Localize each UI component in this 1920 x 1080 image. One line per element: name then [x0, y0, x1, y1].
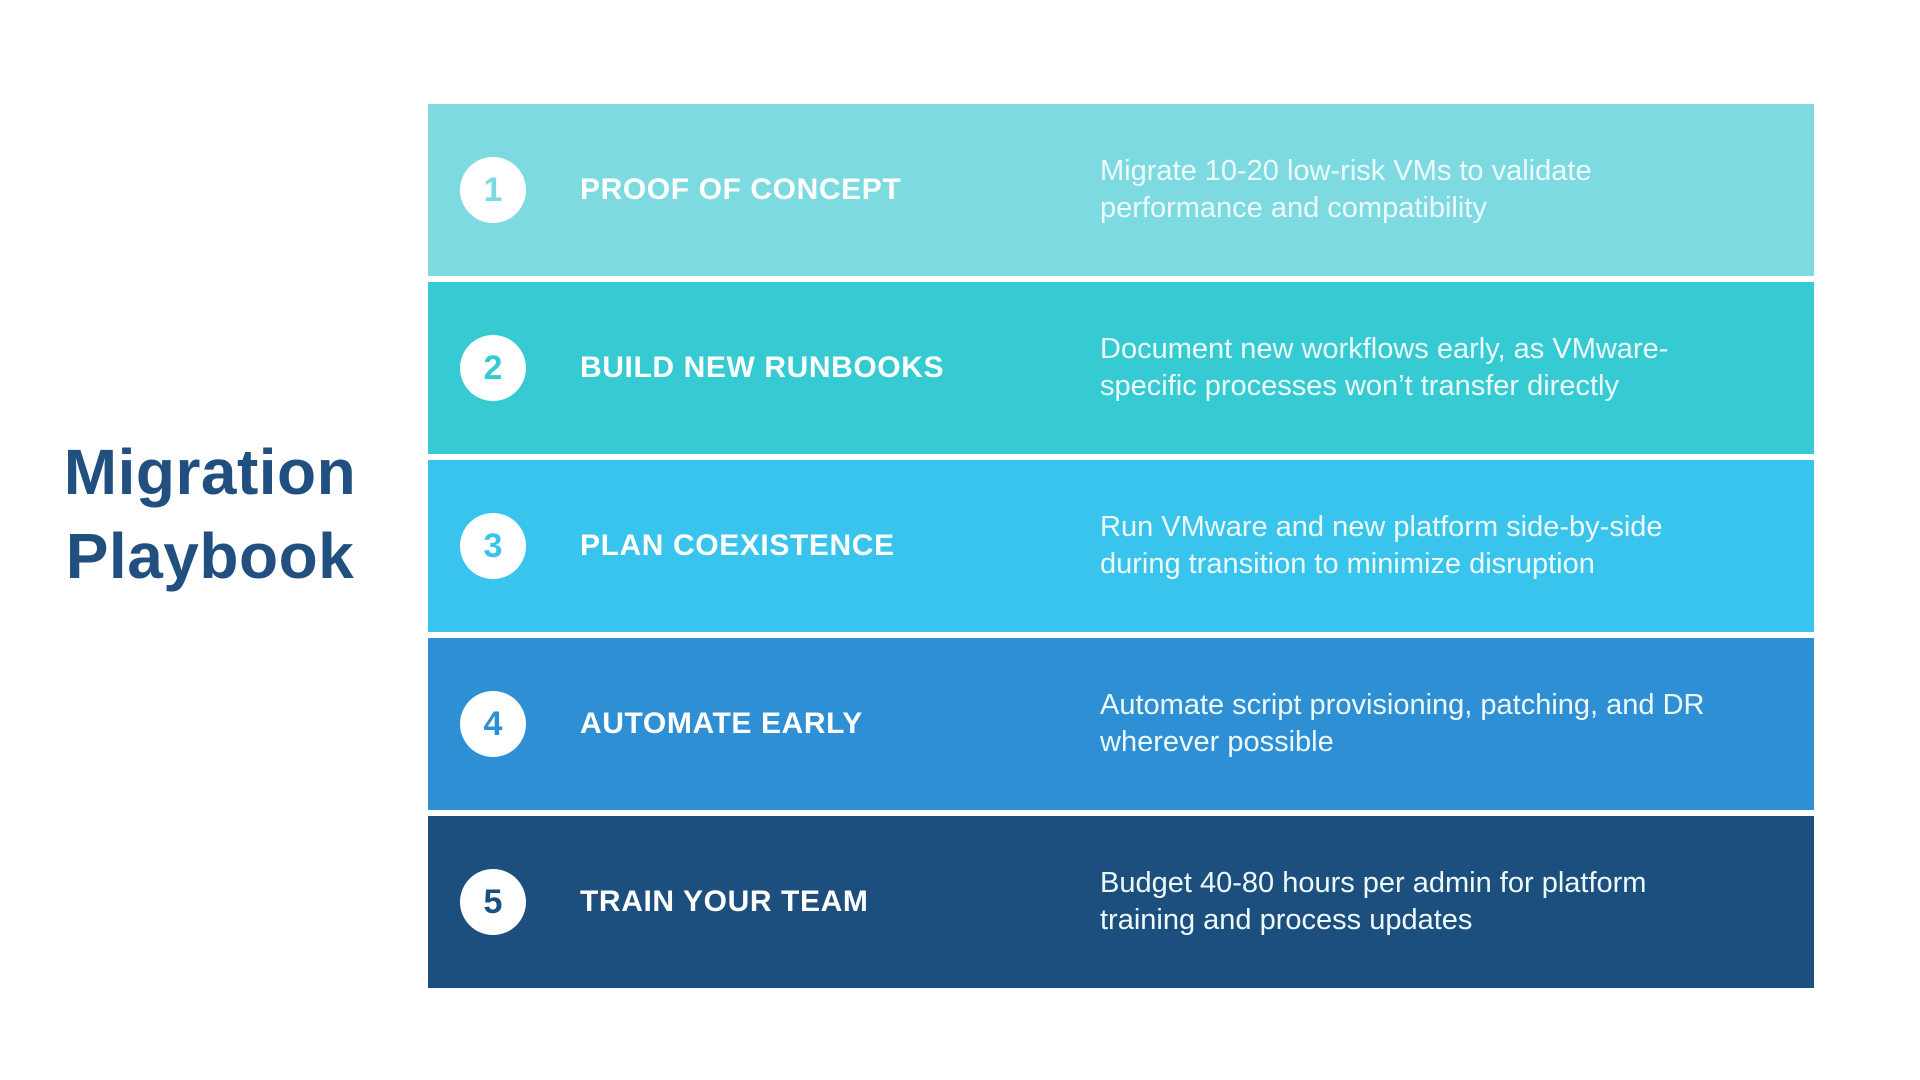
step-title: PLAN COEXISTENCE	[580, 529, 895, 562]
step-number-badge: 2	[460, 335, 526, 401]
step-number: 3	[483, 526, 503, 565]
step-description: Budget 40-80 hours per admin for platfor…	[1100, 867, 1647, 936]
step-number-badge: 5	[460, 869, 526, 935]
step-number-badge: 3	[460, 513, 526, 579]
step-title: PROOF OF CONCEPT	[580, 173, 902, 206]
step-title: TRAIN YOUR TEAM	[580, 885, 869, 918]
step-description: Migrate 10-20 low-risk VMs to validate p…	[1100, 155, 1592, 224]
step-row-3: 3 PLAN COEXISTENCE Run VMware and new pl…	[428, 460, 1814, 632]
step-description: Automate script provisioning, patching, …	[1100, 689, 1705, 758]
step-number-badge: 1	[460, 157, 526, 223]
step-title: BUILD NEW RUNBOOKS	[580, 351, 945, 384]
step-number: 1	[483, 170, 503, 209]
step-number-badge: 4	[460, 691, 526, 757]
step-row-4: 4 AUTOMATE EARLY Automate script provisi…	[428, 638, 1814, 810]
step-number: 2	[483, 348, 503, 387]
step-row-2: 2 BUILD NEW RUNBOOKS Document new workfl…	[428, 282, 1814, 454]
step-number: 5	[483, 882, 503, 921]
step-row-5: 5 TRAIN YOUR TEAM Budget 40-80 hours per…	[428, 816, 1814, 988]
step-title: AUTOMATE EARLY	[580, 707, 863, 740]
steps-list: 1 PROOF OF CONCEPT Migrate 10-20 low-ris…	[428, 104, 1814, 988]
step-row-1: 1 PROOF OF CONCEPT Migrate 10-20 low-ris…	[428, 104, 1814, 276]
step-description: Document new workflows early, as VMware-…	[1100, 333, 1669, 402]
step-description: Run VMware and new platform side-by-side…	[1100, 511, 1663, 580]
step-number: 4	[483, 704, 503, 743]
page-title: Migration Playbook	[63, 436, 357, 592]
